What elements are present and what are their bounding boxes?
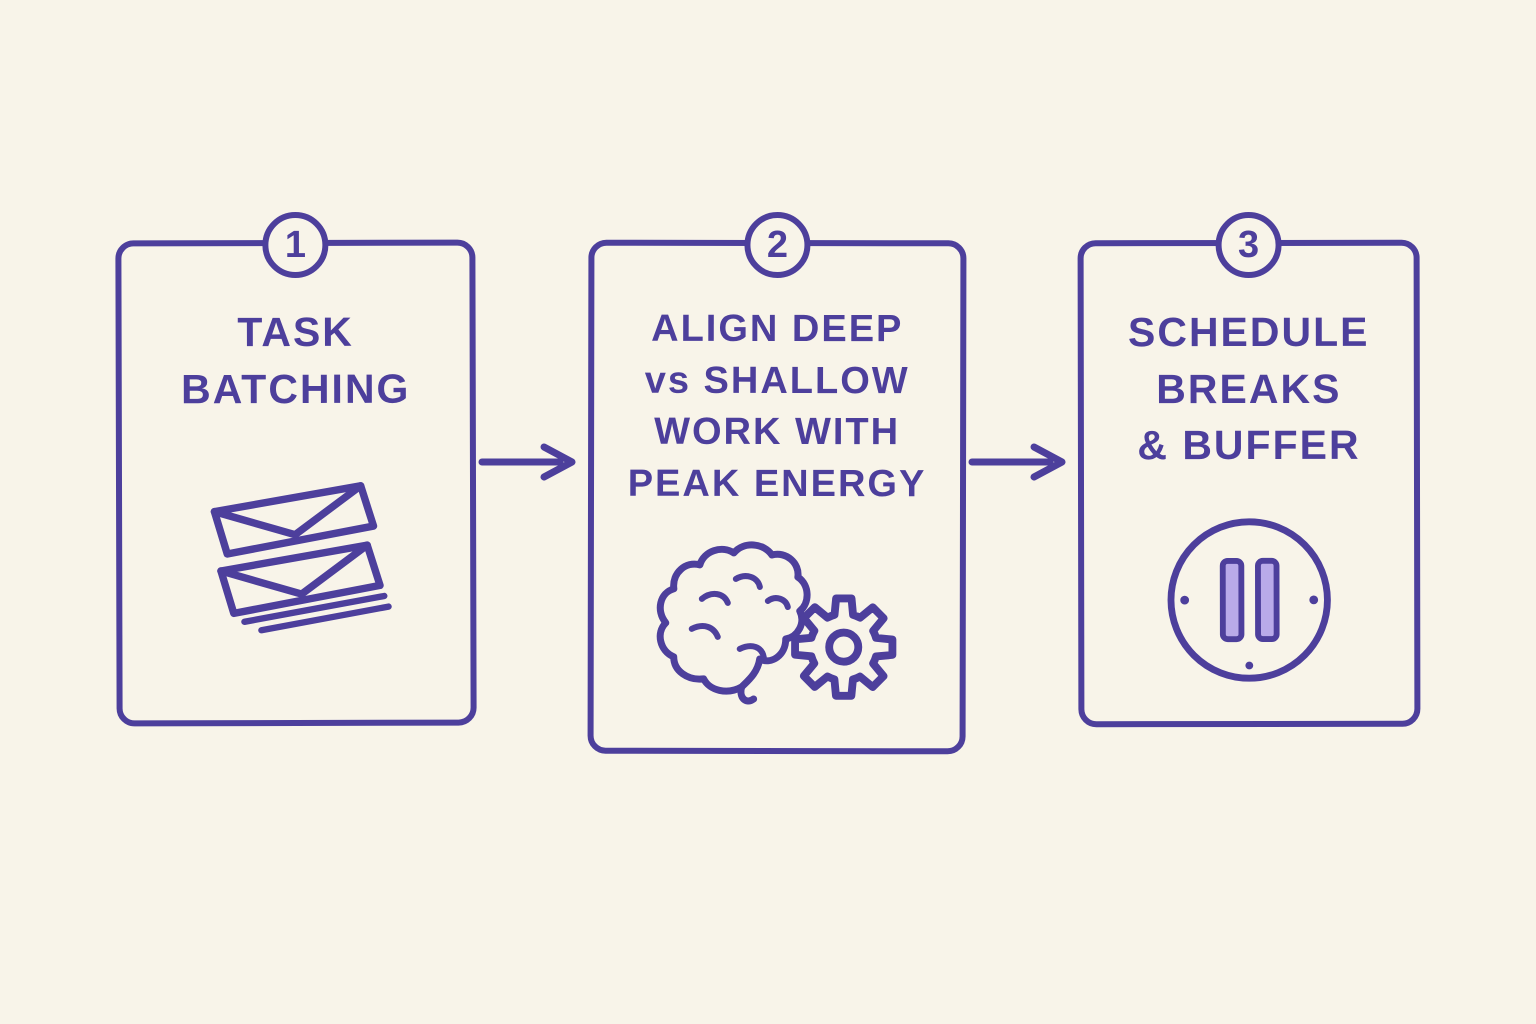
stacked-envelopes-icon: [210, 482, 392, 634]
arrow-right-icon: [478, 443, 576, 481]
step-title: TASK BATCHING: [181, 308, 411, 412]
step-number: 1: [284, 223, 306, 266]
brain-gear-icon: [656, 541, 897, 705]
step-title: SCHEDULE BREAKS & BUFFER: [1127, 308, 1370, 469]
step-card-breaks-buffer: 3 SCHEDULE BREAKS & BUFFER: [1077, 211, 1421, 728]
step-number-badge: 1: [262, 211, 329, 279]
arrow-right-icon: [968, 443, 1066, 481]
step-card-task-batching: 1 TASK BATCHING: [115, 211, 477, 727]
step-number-badge: 3: [1215, 211, 1282, 279]
step-title: ALIGN DEEP vs SHALLOW WORK WITH PEAK ENE…: [627, 307, 927, 506]
step-card-deep-shallow-energy: 2 ALIGN DEEP vs SHALLOW WORK WITH PEAK E…: [587, 211, 967, 755]
step-number: 2: [766, 223, 789, 266]
step-number-badge: 2: [744, 211, 811, 279]
step-number: 3: [1237, 223, 1260, 266]
pause-icon: [1167, 518, 1331, 682]
